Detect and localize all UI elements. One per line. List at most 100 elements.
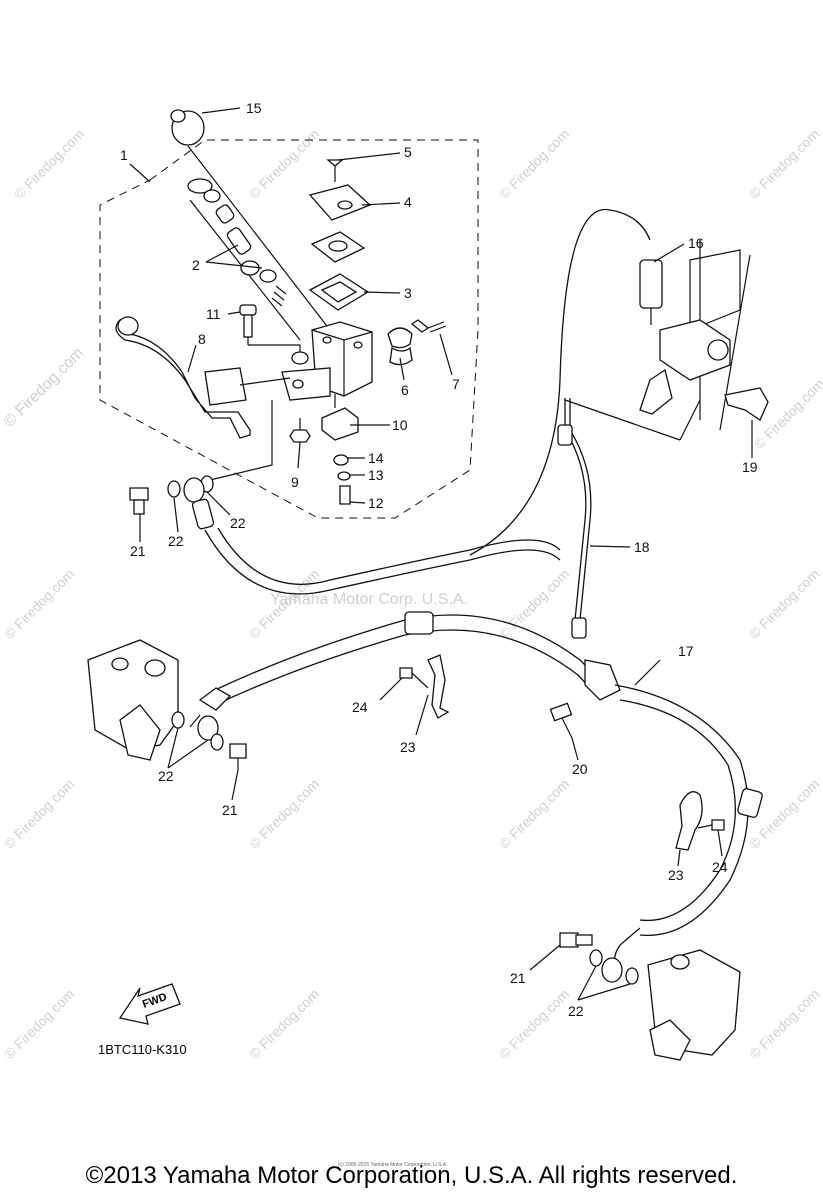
caliper-bracket-right [649,1019,691,1061]
assembly-axis-line [187,145,331,331]
washer [203,189,221,203]
union-bolt-shank-right [575,934,593,946]
watermark-firedog: © Firedog.com [246,776,322,852]
hose-joint [404,611,434,635]
watermark-firedog: © Firedog.com [496,776,572,852]
banjo-right [601,957,623,983]
leader-6 [399,357,405,381]
watermark-firedog: © Firedog.com [246,126,322,202]
upper-hose-group [129,208,651,595]
lever-pivot-boss [291,351,309,365]
watermark-firedog: © Firedog.com [746,986,822,1062]
watermark-firedog: © Firedog.com [1,344,87,430]
gasket-right-2 [625,967,639,985]
callout-9: 9 [291,474,299,490]
hose-fitting-left [198,687,232,711]
brake-pipe-18-edge [569,398,592,621]
callout-6: 6 [401,382,409,398]
cup-2 [259,269,277,283]
rear-brake-master [564,240,769,441]
leader-2 [205,244,239,263]
bracket-hole [292,379,304,389]
hose-fitting-right [737,788,763,818]
master-cylinder-group [115,109,447,505]
spring [271,285,287,307]
lever-leader [239,377,291,386]
frame-line [719,254,751,431]
watermark-firedog: © Firedog.com [496,986,572,1062]
union-bolt-left [229,743,247,759]
clip-leader [564,399,681,441]
center-watermark: Yamaha Motor Corp. U.S.A. [270,591,468,608]
three-way-joint [584,659,621,701]
callout-21: 21 [130,543,146,559]
joint-bolt-shank [561,717,573,739]
callout-24: 24 [712,859,728,875]
leader-17 [634,659,661,686]
banjo-fitting [183,477,205,503]
fwd-arrow: FWD [118,983,181,1025]
leader-24a [379,677,403,701]
banjo-bolt-12 [339,485,351,505]
brake-hose-1-edge [217,527,561,585]
callout-21: 21 [222,802,238,818]
lever-bolt-head [239,304,257,316]
callout-16: 16 [688,235,704,251]
diagram-code: 1BTC110-K310 [98,1042,187,1057]
leader-23b [677,849,681,867]
bracket-bolt-shank-right [697,824,713,829]
plate-hole [328,240,348,252]
callout-15: 15 [246,100,262,116]
lever-bracket [281,367,331,401]
bracket-bolt-head [399,667,413,679]
leader-3 [363,291,401,294]
gasket-right [589,949,603,967]
leader-22b [206,491,231,516]
speedometer-hose [469,208,651,556]
cylinder-bracket [639,368,673,415]
cup [240,260,260,276]
piston-seal [215,204,235,224]
lever-nut [289,429,311,443]
cylinder-cap [707,339,729,361]
leader-21c [529,944,561,971]
leader-1 [129,163,151,183]
pipe-nut [571,617,587,639]
hose-guide-bracket [427,654,450,719]
leader-15 [201,107,241,114]
assembly-boundary [99,139,479,519]
watermark-firedog: © Firedog.com [1,986,77,1062]
hose-fitting [191,498,215,530]
brake-pipe-group [557,398,592,639]
callout-21: 21 [510,970,526,986]
callout-13: 13 [368,467,384,483]
tiny-copyright: (c) 2005-2015 Yamaha Motor Corporation, … [338,1162,448,1168]
leader-8 [187,344,197,373]
leader-18 [589,545,631,548]
fwd-arrow-icon [118,983,181,1025]
caliper-boss [144,659,166,677]
callout-7: 7 [452,376,460,392]
lever-bolt-leader [248,344,301,352]
gasket [167,480,181,498]
leader-12 [349,501,366,504]
cap-hole [337,200,353,210]
master-cylinder-rear [659,319,731,381]
callout-4: 4 [404,194,412,210]
leader-16 [653,243,685,263]
leader-11 [227,311,241,315]
bracket-bolt-shank [411,672,429,689]
brake-hose-left-edge [214,629,593,706]
watermark-firedog: © Firedog.com [746,126,822,202]
callout-20: 20 [572,761,588,777]
leader-22d-2 [577,983,631,1001]
watermark-firedog: © Firedog.com [496,566,572,642]
callout-labels: 15 1 5 4 2 3 11 8 6 7 10 9 14 13 12 21 2… [120,100,758,1019]
callout-23: 23 [400,739,416,755]
leader-21b [231,769,239,801]
callout-18: 18 [634,539,650,555]
callout-14: 14 [368,450,384,466]
callout-10: 10 [392,417,408,433]
watermark-firedog: © Firedog.com [11,126,87,202]
